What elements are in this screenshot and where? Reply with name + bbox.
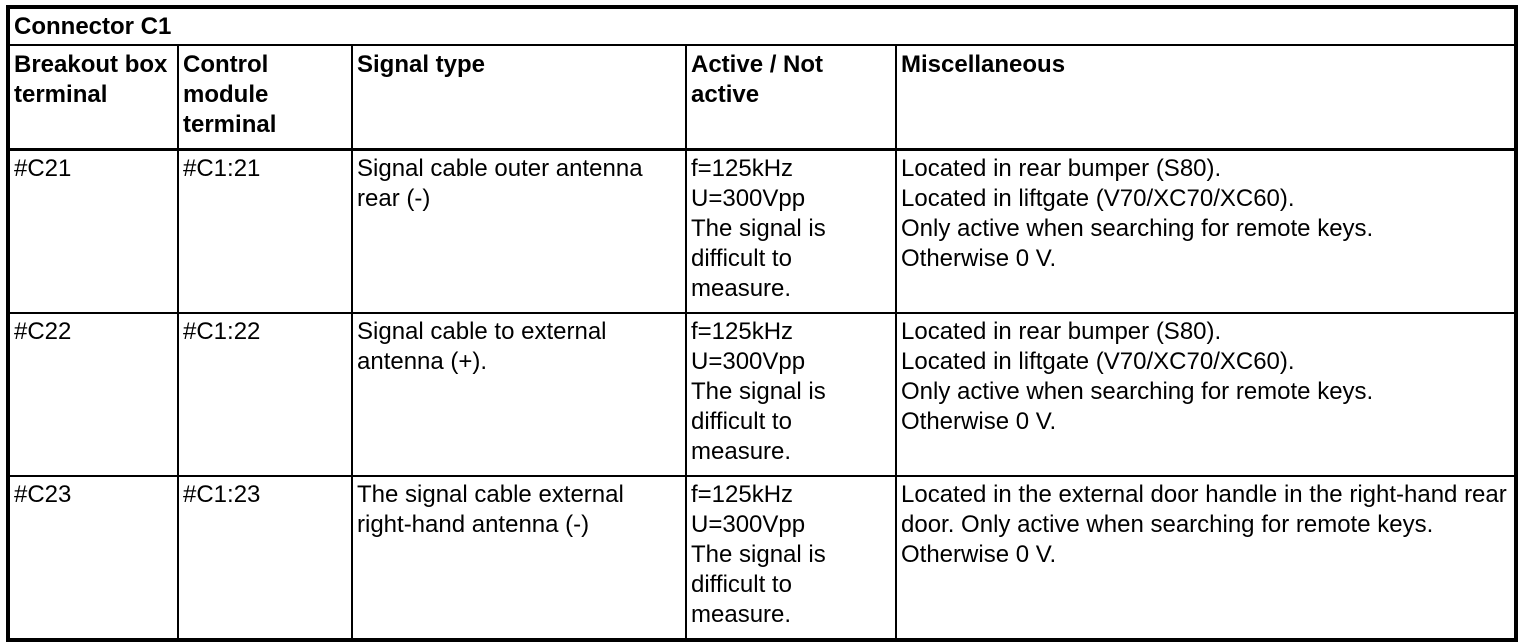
table-row: #C22 #C1:22 Signal cable to external ant…	[7, 312, 1518, 477]
cell-signal-type: Signal cable to external antenna (+).	[351, 312, 687, 477]
cell-miscellaneous: Located in the external door handle in t…	[894, 475, 1518, 641]
column-header-row: Breakout box terminal Control module ter…	[7, 44, 1518, 151]
cell-breakout-terminal: #C21	[7, 148, 179, 314]
table-title-row: Connector C1	[6, 6, 1518, 46]
col-header-control-module-terminal: Control module terminal	[177, 44, 353, 151]
table-row: #C21 #C1:21 Signal cable outer antenna r…	[7, 148, 1518, 314]
cell-breakout-terminal: #C22	[7, 312, 179, 477]
table-title: Connector C1	[6, 6, 1518, 46]
table-row: #C23 #C1:23 The signal cable external ri…	[7, 475, 1518, 641]
cell-signal-type: Signal cable outer antenna rear (-)	[351, 148, 687, 314]
cell-signal-type: The signal cable external right-hand ant…	[351, 475, 687, 641]
col-header-miscellaneous: Miscellaneous	[894, 44, 1518, 151]
col-header-breakout-box-terminal: Breakout box terminal	[7, 44, 179, 151]
cell-miscellaneous: Located in rear bumper (S80).Located in …	[894, 312, 1518, 477]
col-header-active-not-active: Active / Not active	[685, 44, 897, 151]
col-header-signal-type: Signal type	[351, 44, 687, 151]
connector-c1-table: Connector C1 Breakout box terminal Contr…	[6, 5, 1519, 642]
cell-control-module-terminal: #C1:22	[177, 312, 353, 477]
cell-control-module-terminal: #C1:23	[177, 475, 353, 641]
cell-miscellaneous: Located in rear bumper (S80).Located in …	[894, 148, 1518, 314]
cell-breakout-terminal: #C23	[7, 475, 179, 641]
cell-control-module-terminal: #C1:21	[177, 148, 353, 314]
